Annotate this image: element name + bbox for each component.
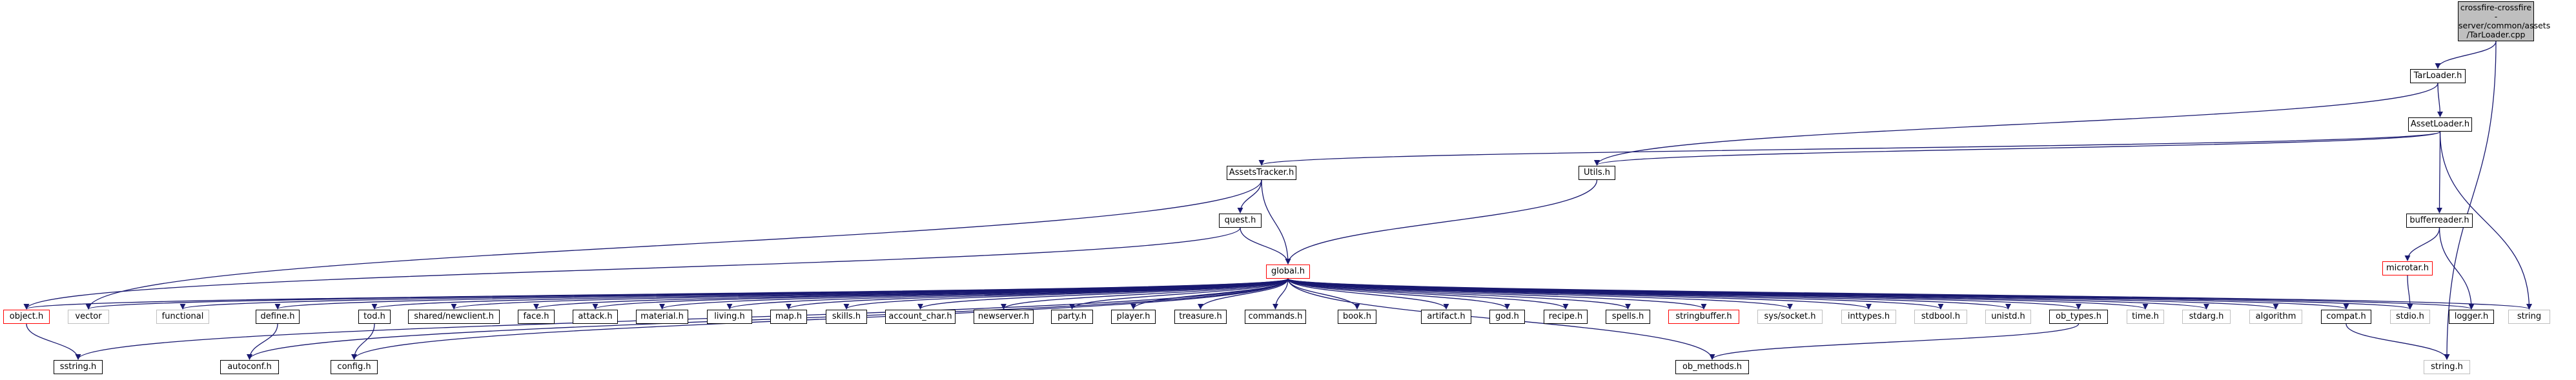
edge-global-h-to-god-h <box>1287 278 1510 310</box>
edge-quest-h-to-object-h <box>23 227 1241 310</box>
edge-tarloader-h-to-utils-h <box>1594 83 2438 166</box>
edge-assetloader-h-to-assetstracker-h <box>1259 131 2441 166</box>
edge-global-h-to-recipe-h <box>1287 278 1569 310</box>
node-stringbuffer-h[interactable]: stringbuffer.h <box>1668 310 1739 324</box>
node-map-h[interactable]: map.h <box>770 310 807 324</box>
node-compat-h[interactable]: compat.h <box>2321 310 2371 324</box>
edge-root-to-tarloader-h <box>2435 41 2497 69</box>
edge-global-h-to-autoconf-h <box>247 278 1289 360</box>
node-stdbool-h: stdbool.h <box>1914 310 1967 324</box>
node-book-h[interactable]: book.h <box>1338 310 1376 324</box>
edge-global-h-to-string <box>1287 278 2532 310</box>
edge-global-h-to-sys-socket-h <box>1287 278 1793 310</box>
node-spells-h[interactable]: spells.h <box>1606 310 1650 324</box>
edge-compat-h-to-string-h <box>2346 323 2450 360</box>
edge-assetstracker-h-to-vector <box>85 179 1262 310</box>
edge-bufferreader-h-to-logger-h <box>2438 227 2475 310</box>
edge-assetstracker-h-to-global-h <box>1261 179 1291 265</box>
edge-global-h-to-skills-h <box>843 278 1289 310</box>
node-skills-h[interactable]: skills.h <box>826 310 867 324</box>
node-config-h[interactable]: config.h <box>331 360 378 374</box>
node-algorithm: algorithm <box>2249 310 2302 324</box>
edge-assetloader-h-to-string <box>2439 131 2533 310</box>
root-line-3: /TarLoader.cpp <box>2466 30 2526 39</box>
node-assetstracker-h[interactable]: AssetsTracker.h <box>1227 166 1296 180</box>
node-logger-h[interactable]: logger.h <box>2449 310 2494 324</box>
edge-bufferreader-h-to-microtar-h <box>2404 227 2440 261</box>
edge-quest-h-to-global-h <box>1240 227 1291 265</box>
edge-object-h-to-sstring-h <box>26 323 81 360</box>
edges <box>23 41 2533 360</box>
node-string: string <box>2508 310 2550 324</box>
root-line-2: -server/common/assets <box>2458 12 2551 30</box>
edge-global-h-to-shared-newclient-h <box>451 278 1289 310</box>
node-root-tarloader-cpp[interactable]: crossfire-crossfire -server/common/asset… <box>2458 1 2551 41</box>
edge-global-h-to-treasure-h <box>1197 278 1289 310</box>
edge-assetloader-h-to-utils-h <box>1594 131 2441 166</box>
node-inttypes-h: inttypes.h <box>1841 310 1896 324</box>
edge-global-h-to-artifact-h <box>1287 278 1449 310</box>
node-unistd-h: unistd.h <box>1985 310 2031 324</box>
edge-tod-h-to-config-h <box>351 323 375 360</box>
edge-utils-h-to-global-h <box>1285 179 1598 265</box>
node-sstring-h[interactable]: sstring.h <box>54 360 103 374</box>
node-autoconf-h[interactable]: autoconf.h <box>220 360 279 374</box>
edge-global-h-to-define-h <box>275 278 1289 310</box>
node-shared-newclient-h[interactable]: shared/newclient.h <box>408 310 500 324</box>
node-ob-methods-h[interactable]: ob_methods.h <box>1675 360 1749 374</box>
node-time-h: time.h <box>2127 310 2164 324</box>
node-bufferreader-h[interactable]: bufferreader.h <box>2406 214 2473 228</box>
edge-global-h-to-book-h <box>1287 278 1360 310</box>
edge-global-h-to-config-h <box>351 278 1289 360</box>
edge-tarloader-h-to-assetloader-h <box>2437 83 2444 117</box>
node-quest-h[interactable]: quest.h <box>1219 214 1262 228</box>
node-face-h[interactable]: face.h <box>518 310 555 324</box>
edge-global-h-to-stringbuffer-h <box>1287 278 1707 310</box>
node-player-h[interactable]: player.h <box>1111 310 1156 324</box>
node-utils-h[interactable]: Utils.h <box>1579 166 1615 180</box>
root-line-1: crossfire-crossfire <box>2460 3 2532 12</box>
node-stdio-h: stdio.h <box>2390 310 2430 324</box>
node-tod-h[interactable]: tod.h <box>358 310 391 324</box>
node-material-h[interactable]: material.h <box>636 310 688 324</box>
node-sys-socket-h: sys/socket.h <box>1757 310 1823 324</box>
node-vector: vector <box>68 310 109 324</box>
node-stdarg-h: stdarg.h <box>2182 310 2231 324</box>
node-microtar-h[interactable]: microtar.h <box>2382 261 2433 275</box>
edge-global-h-to-account-char-h <box>917 278 1289 310</box>
edge-define-h-to-autoconf-h <box>246 323 278 360</box>
node-living-h[interactable]: living.h <box>707 310 752 324</box>
node-tarloader-h[interactable]: TarLoader.h <box>2410 69 2466 83</box>
node-global-h[interactable]: global.h <box>1266 265 1310 279</box>
node-god-h[interactable]: god.h <box>1489 310 1525 324</box>
edge-global-h-to-spells-h <box>1287 278 1631 310</box>
node-functional: functional <box>156 310 209 324</box>
node-ob-types-h[interactable]: ob_types.h <box>2049 310 2108 324</box>
edge-global-h-to-newserver-h <box>1001 278 1289 310</box>
node-recipe-h[interactable]: recipe.h <box>1544 310 1588 324</box>
edge-ob-types-h-to-ob-methods-h <box>1709 323 2080 360</box>
node-account-char-h[interactable]: account_char.h <box>885 310 956 324</box>
edge-root-to-string-h <box>2444 41 2497 360</box>
node-object-h[interactable]: object.h <box>3 310 50 324</box>
node-string-h: string.h <box>2424 360 2470 374</box>
node-newserver-h[interactable]: newserver.h <box>974 310 1034 324</box>
node-commands-h[interactable]: commands.h <box>1245 310 1306 324</box>
node-assetloader-h[interactable]: AssetLoader.h <box>2408 117 2472 132</box>
node-artifact-h[interactable]: artifact.h <box>1421 310 1471 324</box>
node-attack-h[interactable]: attack.h <box>573 310 618 324</box>
edge-assetstracker-h-to-quest-h <box>1237 179 1262 214</box>
node-define-h[interactable]: define.h <box>256 310 300 324</box>
edge-global-h-to-commands-h <box>1272 278 1289 310</box>
node-treasure-h[interactable]: treasure.h <box>1174 310 1227 324</box>
node-party-h[interactable]: party.h <box>1051 310 1093 324</box>
